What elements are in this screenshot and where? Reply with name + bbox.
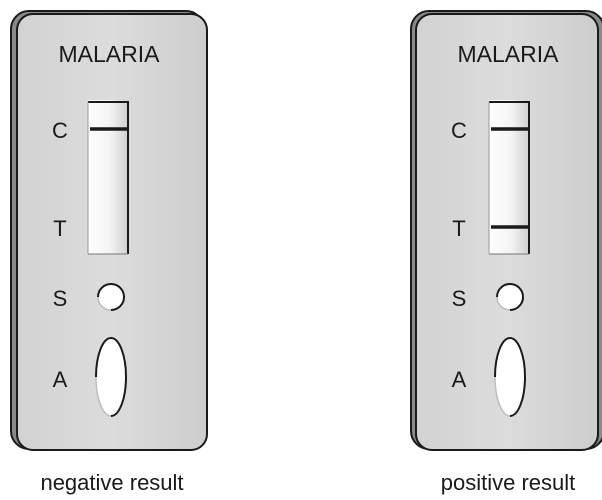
test-label: T xyxy=(53,216,66,241)
sample-label: S xyxy=(452,286,467,311)
cassette-title: MALARIA xyxy=(59,41,161,67)
absorbent-window xyxy=(95,337,128,417)
result-window xyxy=(488,100,530,255)
sample-label: S xyxy=(53,286,68,311)
result-window xyxy=(87,100,129,255)
absorbent-label: A xyxy=(53,367,68,392)
cassette-title: MALARIA xyxy=(458,41,560,67)
control-label: C xyxy=(451,118,467,143)
absorbent-window xyxy=(494,337,527,417)
caption-negative: negative result xyxy=(40,470,183,495)
test-label: T xyxy=(452,216,465,241)
absorbent-label: A xyxy=(452,367,467,392)
caption-positive: positive result xyxy=(441,470,576,495)
cassette-positive: MALARIA C T S A xyxy=(410,10,602,451)
cassette-negative: MALARIA C T S A xyxy=(10,10,208,451)
sample-well xyxy=(496,283,524,311)
sample-well xyxy=(97,283,125,311)
control-label: C xyxy=(52,118,68,143)
